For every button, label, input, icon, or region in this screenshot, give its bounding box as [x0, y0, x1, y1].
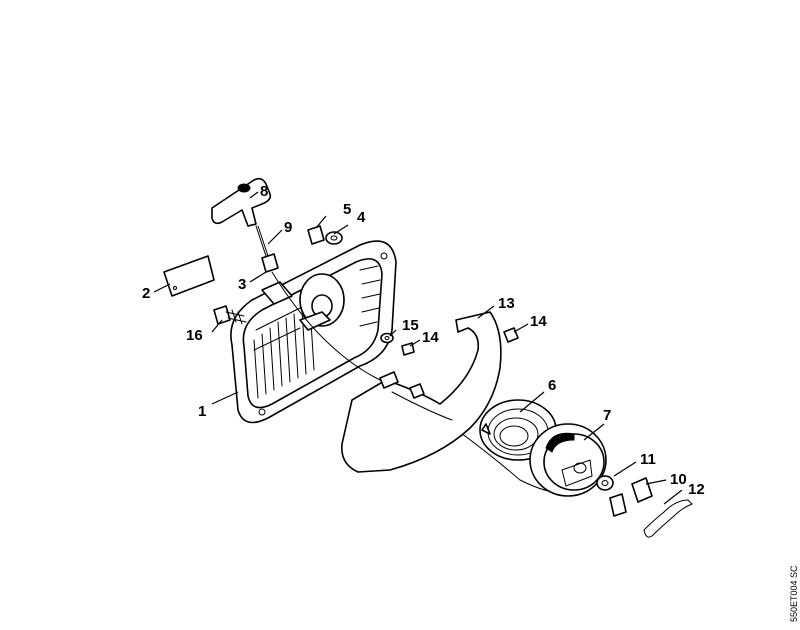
- drawing-code: 550ET004 SC: [789, 565, 799, 622]
- washer-4-part: [325, 231, 343, 245]
- screw-14-right-part: [503, 327, 519, 343]
- callout-15: 15: [402, 317, 419, 334]
- callout-7: 7: [603, 407, 611, 424]
- callout-8: 8: [260, 183, 268, 200]
- callout-14-right: 14: [530, 313, 547, 330]
- starter-grip-part: [211, 177, 272, 227]
- callout-11: 11: [640, 451, 656, 468]
- guide-plate-part: [341, 311, 502, 473]
- callout-12: 12: [688, 481, 705, 498]
- callout-3: 3: [238, 276, 246, 293]
- callout-16: 16: [186, 327, 203, 344]
- rope-sleeve-part: [261, 253, 279, 273]
- callout-labels: 1 2 3 4 5 6 7 8 9 10 11 12 13 14 14 15 1…: [142, 183, 705, 498]
- label-plate-part: [163, 255, 215, 297]
- fan-housing-part: [230, 240, 397, 424]
- rope-rotor-part: [529, 423, 607, 497]
- callout-5: 5: [343, 201, 351, 218]
- screw-14-center-part: [409, 383, 425, 399]
- screw-16-part: [213, 305, 247, 325]
- pawl-10-part: [609, 477, 653, 517]
- leader-lines: [153, 191, 683, 505]
- callout-13: 13: [498, 295, 515, 312]
- callout-1: 1: [198, 403, 206, 420]
- callout-2: 2: [142, 285, 150, 302]
- screw-5-part: [307, 225, 325, 245]
- callout-4: 4: [357, 209, 366, 226]
- callout-6: 6: [548, 377, 556, 394]
- washer-11-part: [596, 475, 614, 491]
- callout-9: 9: [284, 219, 292, 236]
- callout-14-upper: 14: [422, 329, 439, 346]
- spring-clip-part: [643, 499, 693, 538]
- callout-10: 10: [670, 471, 687, 488]
